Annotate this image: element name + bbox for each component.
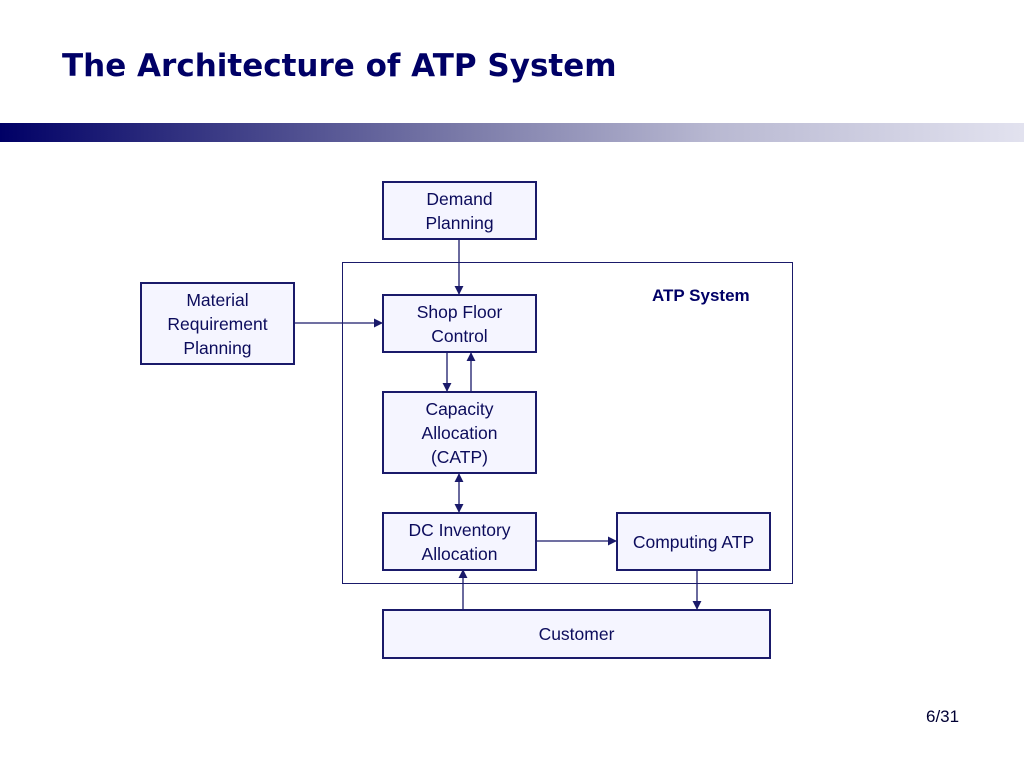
- node-customer: Customer: [382, 609, 771, 659]
- node-label-line: Requirement: [167, 313, 268, 334]
- node-label-line: Material: [186, 289, 249, 310]
- atp-system-frame: [342, 262, 793, 584]
- node-label-line: Computing ATP: [632, 531, 755, 552]
- title-underline-bar: [0, 123, 1024, 142]
- node-label-line: Planning: [425, 212, 494, 233]
- node-label-line: Allocation: [421, 543, 498, 564]
- node-label-line: Shop Floor: [416, 301, 503, 322]
- node-label-line: Control: [431, 325, 488, 346]
- slide-title: The Architecture of ATP System: [62, 48, 617, 84]
- node-computing-atp: Computing ATP: [616, 512, 771, 571]
- atp-system-label: ATP System: [652, 286, 750, 305]
- node-label-line: Capacity: [425, 398, 494, 419]
- node-label-line: Customer: [538, 624, 615, 644]
- node-label-line: DC Inventory: [408, 519, 511, 540]
- node-label-line: Planning: [183, 337, 252, 358]
- node-label-line: Demand: [426, 188, 493, 209]
- node-customer-label: Customer: [539, 622, 615, 646]
- node-label-line: (CATP): [430, 446, 488, 467]
- node-computing-atp-label: Computing ATP: [633, 530, 754, 554]
- node-label-line: Allocation: [421, 422, 498, 443]
- page-number: 6/31: [926, 707, 960, 726]
